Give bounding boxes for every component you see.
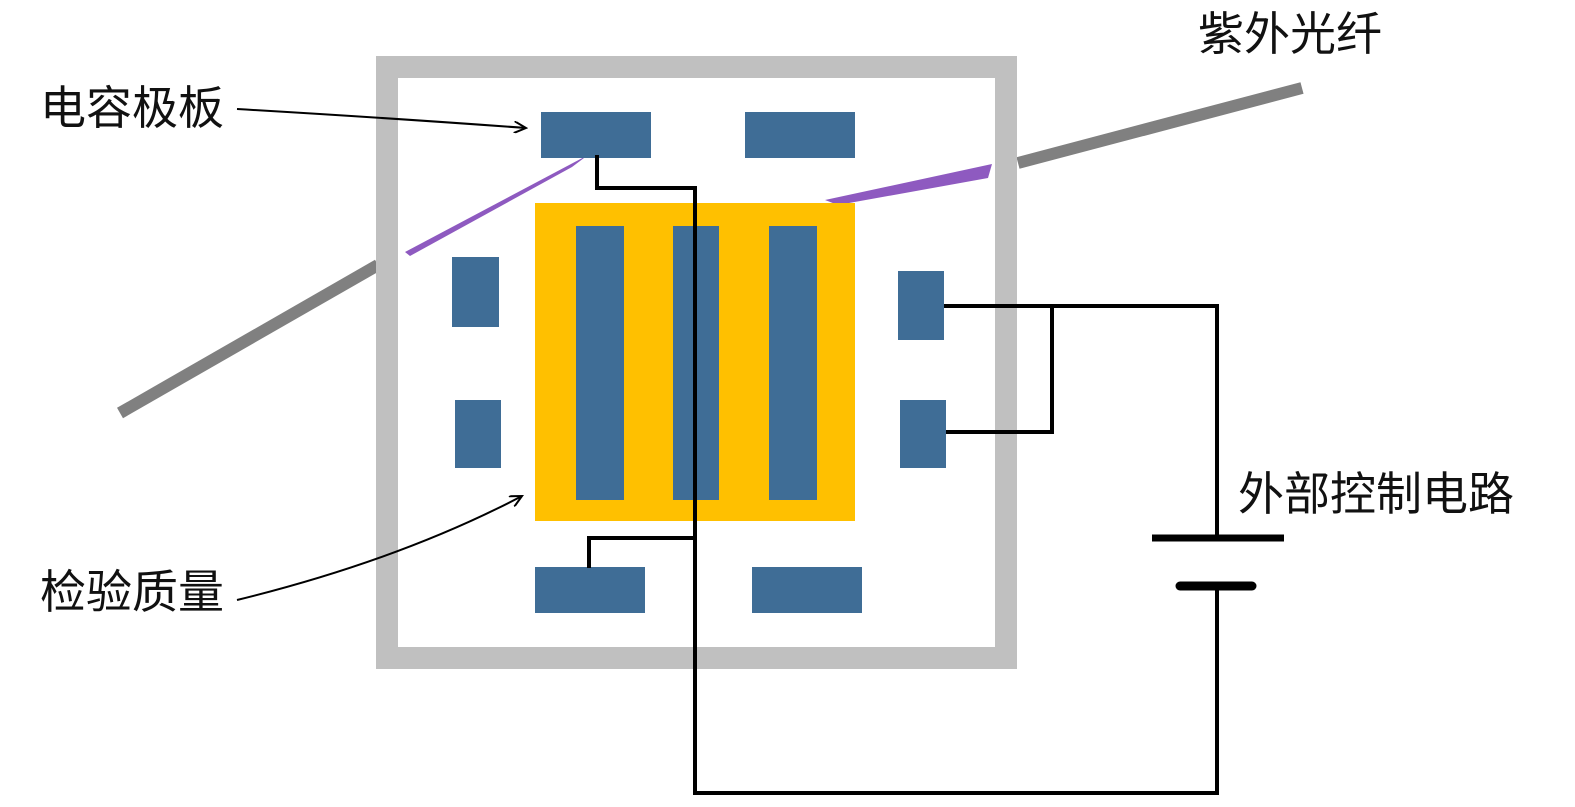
proof-mass-pointer-arrow [236,496,522,601]
wire-right-upper [944,304,1219,538]
capacitor-plate-pointer-arrow [236,108,526,128]
capacitor-plate-top-right [745,112,855,158]
label-proof-mass: 检验质量 [40,565,224,619]
uv-light-beam-right [825,164,992,205]
wire-top-plate [595,155,697,538]
capacitor-plate-right-lower [900,400,946,468]
capacitor-plate-left-upper [452,257,499,327]
comb-plate [576,226,624,500]
capacitor-plate-left-lower [455,400,501,468]
uv-optical-fiber-left [117,259,381,419]
capacitor-plate-bottom-right [752,567,862,613]
wire-bottom-plate [587,536,1219,795]
wire-right-lower [946,306,1054,434]
comb-plate [769,226,817,500]
wiring [587,155,1219,795]
capacitor-plate-bottom-left [535,567,645,613]
label-capacitor-plate: 电容极板 [40,81,224,135]
label-external-circuit: 外部控制电路 [1238,467,1514,521]
capacitor-plate-right-upper [898,271,944,340]
capacitor-plate-top-left [541,112,651,158]
label-uv-fiber: 紫外光纤 [1198,7,1382,61]
uv-light-beam-left [405,155,588,256]
uv-optical-fiber-right [1016,82,1304,169]
